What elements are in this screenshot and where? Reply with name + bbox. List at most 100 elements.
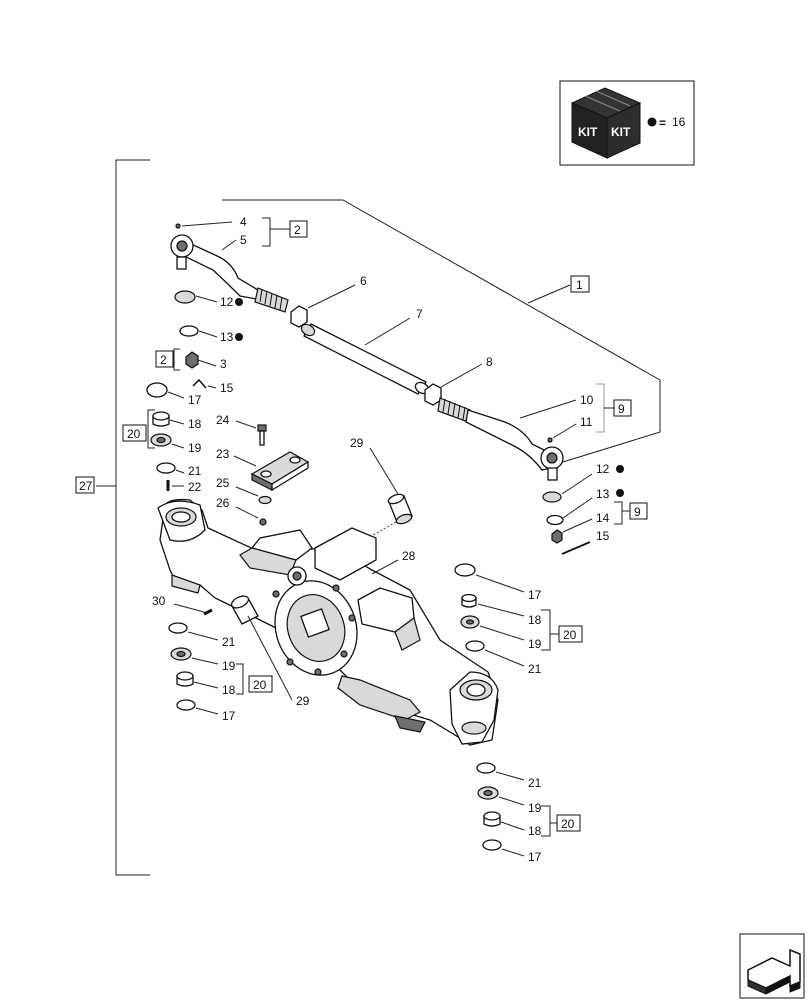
callout-8: 8 <box>486 355 493 369</box>
ref-box-20-left-bottom-label: 20 <box>253 678 267 692</box>
callout-22: 22 <box>188 480 202 494</box>
callout-18-d: 18 <box>528 824 542 838</box>
ref-box-27 <box>75 476 95 494</box>
bolt-30 <box>203 608 213 616</box>
callout-29-top: 29 <box>350 436 364 450</box>
callout-21-d: 21 <box>528 776 542 790</box>
bushing-29-top <box>387 493 413 525</box>
callout-14: 14 <box>596 511 610 525</box>
seal-13-right <box>546 514 564 526</box>
callout-13-left: 13 <box>220 330 234 344</box>
ref-box-20-left-top <box>122 424 147 442</box>
callout-18-c: 18 <box>528 613 542 627</box>
callout-29-bottom: 29 <box>296 694 310 708</box>
washer-21-left-bottom <box>168 622 188 634</box>
washer-21-left-top <box>156 462 176 474</box>
callout-17-b: 17 <box>222 709 236 723</box>
callout-12-left: 12 <box>220 295 234 309</box>
axle-housing-28 <box>157 498 499 746</box>
callout-19-d: 19 <box>528 801 542 815</box>
ref-box-2-bottom <box>155 350 174 368</box>
callout-3: 3 <box>220 357 227 371</box>
callout-19-b: 19 <box>222 659 236 673</box>
ref-box-1 <box>570 275 590 293</box>
callout-17-c: 17 <box>528 588 542 602</box>
callout-15-left: 15 <box>220 381 234 395</box>
kit-word-left: KIT <box>578 125 598 139</box>
callout-4: 4 <box>240 215 247 229</box>
ref-box-9-top <box>613 399 632 417</box>
callout-21-b: 21 <box>222 635 236 649</box>
kit-dot-12-left <box>235 298 243 306</box>
bushing-29-bottom <box>230 595 259 625</box>
ref-box-9-bottom-label: 9 <box>634 505 641 519</box>
ref-box-20-right-top-label: 20 <box>563 628 577 642</box>
washer-21-right-top <box>465 640 485 652</box>
ref-box-2-bottom-label: 2 <box>160 353 167 367</box>
callout-6: 6 <box>360 274 367 288</box>
ref-box-20-right-top <box>558 625 583 643</box>
callout-7: 7 <box>416 307 423 321</box>
callout-17-d: 17 <box>528 850 542 864</box>
ring-17-right-bottom <box>482 839 502 851</box>
ring-17-right-top <box>454 563 476 577</box>
callout-18-a: 18 <box>188 417 202 431</box>
kit-word-right: KIT <box>611 125 631 139</box>
callout-12-right: 12 <box>596 462 610 476</box>
callout-17-a: 17 <box>188 393 202 407</box>
grease-nipple-11 <box>547 437 553 443</box>
kit-dot-12-right <box>616 465 624 473</box>
callout-13-right: 13 <box>596 487 610 501</box>
callout-25: 25 <box>216 476 230 490</box>
callout-24: 24 <box>216 413 230 427</box>
ref-box-9-top-label: 9 <box>618 402 625 416</box>
callout-23: 23 <box>216 447 230 461</box>
assembly-outline-1 <box>222 199 661 463</box>
callout-5: 5 <box>240 233 247 247</box>
callout-28: 28 <box>402 549 416 563</box>
ring-17-left-bottom <box>176 699 196 711</box>
kit-legend: KIT KIT = 16 <box>559 80 695 166</box>
washer-21-right-bottom <box>476 762 496 774</box>
group-bracket-27 <box>115 159 150 876</box>
ref-box-20-left-top-label: 20 <box>127 427 141 441</box>
grease-nipple-4 <box>175 223 181 229</box>
ref-box-20-right-bottom <box>556 814 581 832</box>
ref-box-20-right-bottom-label: 20 <box>561 817 575 831</box>
ref-box-27-label: 27 <box>79 479 93 493</box>
callout-18-b: 18 <box>222 683 236 697</box>
kit-dot-13-right <box>616 489 624 497</box>
callout-19-c: 19 <box>528 637 542 651</box>
nut-26 <box>259 518 267 526</box>
nut-6 <box>290 305 308 328</box>
callout-11: 11 <box>580 415 593 429</box>
ring-17-left-top <box>146 382 168 398</box>
kit-box-icon: KIT KIT <box>570 87 642 159</box>
next-page-arrow-icon[interactable] <box>739 933 805 999</box>
ref-box-2-top-label: 2 <box>294 223 301 237</box>
kit-equals: = <box>659 116 666 130</box>
steering-tube-7 <box>300 323 430 395</box>
callout-10: 10 <box>580 393 594 407</box>
washer-12-right <box>542 491 562 503</box>
nut-3 <box>185 351 199 369</box>
ref-box-1-label: 1 <box>576 278 583 292</box>
washer-12-left <box>174 290 196 304</box>
callout-15-right: 15 <box>596 529 610 543</box>
seal-13-left <box>179 325 199 337</box>
cotter-pin-15-right <box>561 541 591 555</box>
kit-dot-13-left <box>235 333 243 341</box>
bolt-24 <box>257 424 267 446</box>
ref-box-20-left-bottom <box>248 675 273 693</box>
clamp-plate-23 <box>250 451 310 492</box>
tie-rod-end-left <box>170 234 289 313</box>
washer-25 <box>258 495 272 505</box>
kit-dot-icon <box>647 117 657 127</box>
callout-19-a: 19 <box>188 441 202 455</box>
ref-box-2-top <box>289 220 308 238</box>
ref-box-9-bottom <box>629 502 648 520</box>
nut-14-right <box>551 529 563 544</box>
cotter-pin-15-left <box>192 378 207 389</box>
